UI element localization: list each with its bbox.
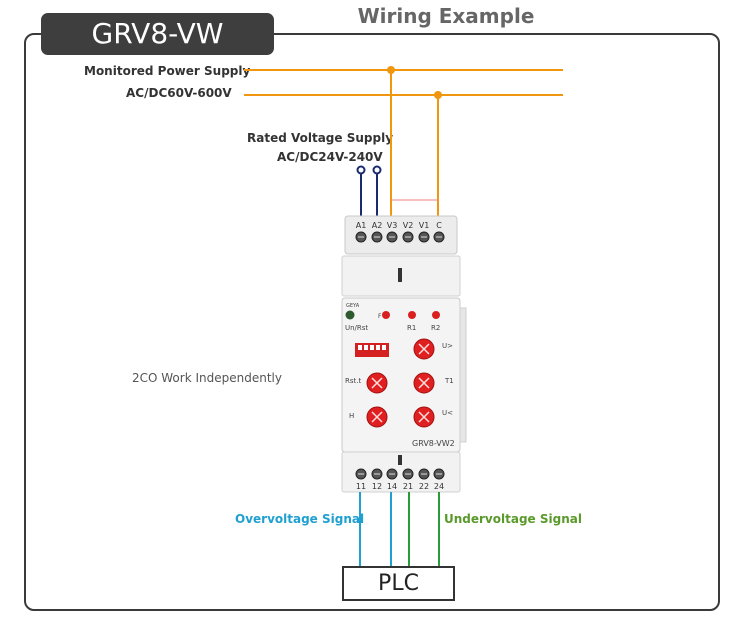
knob-label-h: H [349, 412, 354, 420]
led-r1-label: R1 [407, 324, 416, 332]
knob-u-under-marker [418, 411, 430, 423]
relay-lower-body [341, 451, 461, 493]
bottom-terminal-label-1: 12 [372, 482, 382, 491]
knob-rst-marker [371, 377, 383, 389]
supply-terminal-a2 [372, 165, 382, 175]
rated-supply-label: Rated Voltage Supply [247, 131, 394, 145]
top-terminal-label-1: A2 [372, 221, 383, 230]
monitored-range-label: AC/DC60V-600V [126, 86, 232, 100]
knob-label-t1: T1 [444, 377, 454, 385]
model-tab: GRV8-VW [41, 13, 274, 55]
diagram-title: Wiring Example [357, 4, 535, 28]
undervoltage-signal-label: Undervoltage Signal [444, 512, 582, 526]
monitored-supply-label: Monitored Power Supply [84, 64, 251, 78]
bottom-terminal-label-2: 14 [387, 482, 397, 491]
knob-label-u-under: U< [442, 409, 453, 417]
relay-top-terminal-block [344, 215, 458, 255]
bottom-terminal-label-4: 22 [419, 482, 429, 491]
overvoltage-signal-label: Overvoltage Signal [235, 512, 365, 526]
plc-box: PLC [342, 566, 455, 601]
led-r2-label: R2 [431, 324, 440, 332]
supply-terminal-a1 [356, 165, 366, 175]
relay-slot-bottom [398, 455, 402, 465]
top-terminal-label-4: V1 [419, 221, 430, 230]
led-r1 [408, 311, 416, 319]
knob-label-u-over: U> [442, 342, 453, 350]
brand-text: GEYA [346, 303, 360, 309]
rated-range-label: AC/DC24V-240V [277, 150, 383, 164]
knob-u-over-marker [418, 343, 430, 355]
knob-h-marker [371, 411, 383, 423]
relay-front-panel [341, 297, 461, 453]
led-f-label: F [378, 313, 382, 320]
relay-model-text: GRV8-VW2 [412, 439, 455, 448]
led-f [382, 311, 390, 319]
diagram-frame [24, 33, 720, 611]
top-terminal-label-5: C [436, 221, 442, 230]
bottom-terminals: 11 12 14 21 22 24 [355, 468, 445, 491]
top-terminal-label-3: V2 [403, 221, 414, 230]
mode-note-label: 2CO Work Independently [132, 371, 282, 385]
bottom-terminal-label-3: 21 [403, 482, 413, 491]
top-terminals: A1 A2 V3 V2 V1 C [355, 221, 445, 243]
top-terminal-label-2: V3 [387, 221, 398, 230]
relay-side-clip [459, 307, 467, 443]
bottom-terminal-label-5: 24 [434, 482, 444, 491]
relay-slot-top [398, 268, 402, 282]
knob-t1-marker [418, 377, 430, 389]
top-terminal-label-0: A1 [356, 221, 367, 230]
unrst-label: Un/Rst [345, 324, 368, 332]
power-led [345, 310, 355, 320]
led-r2 [432, 311, 440, 319]
knob-label-rst: Rst.t [345, 377, 361, 385]
bottom-terminal-label-0: 11 [356, 482, 366, 491]
